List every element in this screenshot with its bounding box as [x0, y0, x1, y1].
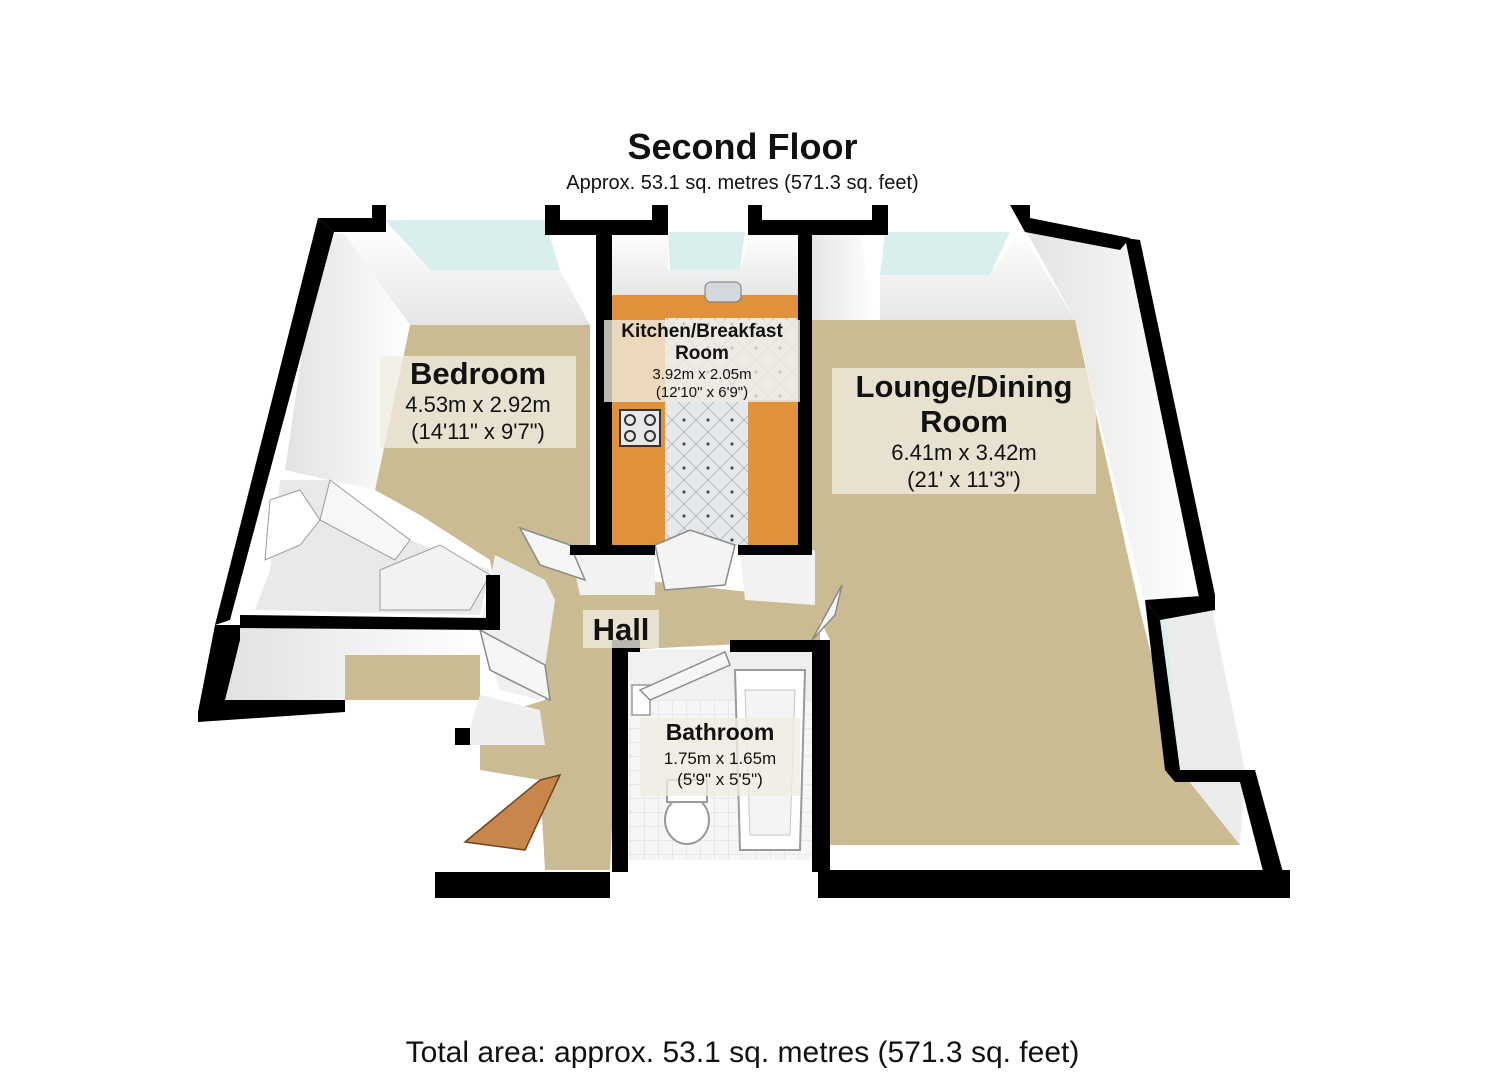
kitchen-worktop-right — [748, 400, 798, 545]
lounge-window — [880, 232, 1010, 275]
bathroom-metric: 1.75m x 1.65m — [663, 749, 777, 768]
sink-icon — [704, 281, 742, 303]
hall-name: Hall — [592, 612, 650, 647]
lounge-imperial: (21' x 11'3") — [907, 467, 1021, 492]
kitchen-worktop-top — [612, 295, 798, 318]
floor-area: Approx. 53.1 sq. metres (571.3 sq. feet) — [566, 172, 919, 194]
hob-icon — [619, 409, 661, 447]
floor-title: Second Floor — [627, 126, 858, 167]
bathroom-imperial: (5'9" x 5'5") — [677, 770, 763, 789]
bathroom-label: Bathroom 1.75m x 1.65m (5'9" x 5'5") — [640, 718, 800, 796]
kitchen-name-line2: Room — [675, 343, 729, 364]
bedroom-metric: 4.53m x 2.92m — [405, 392, 551, 417]
lounge-metric: 6.41m x 3.42m — [891, 440, 1037, 465]
cupboard-door-icon — [478, 628, 551, 702]
total-area: Total area: approx. 53.1 sq. metres (571… — [405, 1036, 1080, 1069]
bedroom-label: Bedroom 4.53m x 2.92m (14'11" x 9'7") — [380, 356, 576, 448]
bedroom-door-icon — [518, 526, 587, 582]
front-door-icon — [463, 773, 562, 851]
kitchen-label: Kitchen/Breakfast Room 3.92m x 2.05m (12… — [604, 320, 800, 402]
lounge-name-line2: Room — [920, 404, 1008, 439]
kitchen-metric: 3.92m x 2.05m — [652, 366, 752, 383]
bathroom-door-icon — [638, 650, 731, 701]
bedroom-imperial: (14'11" x 9'7") — [411, 419, 545, 444]
lounge-name-line1: Lounge/Dining — [855, 369, 1073, 404]
kitchen-name-line1: Kitchen/Breakfast — [621, 321, 783, 342]
doors — [463, 526, 843, 851]
kitchen-imperial: (12'10" x 6'9") — [655, 384, 749, 401]
kitchen-door-icon — [654, 529, 736, 591]
bedroom-name: Bedroom — [409, 356, 547, 391]
walls — [198, 205, 1290, 898]
hall-label: Hall — [583, 610, 659, 648]
hall-floor — [480, 560, 820, 870]
toilet-icon — [664, 795, 710, 845]
lounge-label: Lounge/Dining Room 6.41m x 3.42m (21' x … — [832, 368, 1096, 494]
bedroom-window — [385, 220, 560, 270]
kitchen-window — [668, 232, 745, 270]
lounge-door-icon — [811, 584, 843, 641]
bathroom-name: Bathroom — [665, 719, 775, 745]
